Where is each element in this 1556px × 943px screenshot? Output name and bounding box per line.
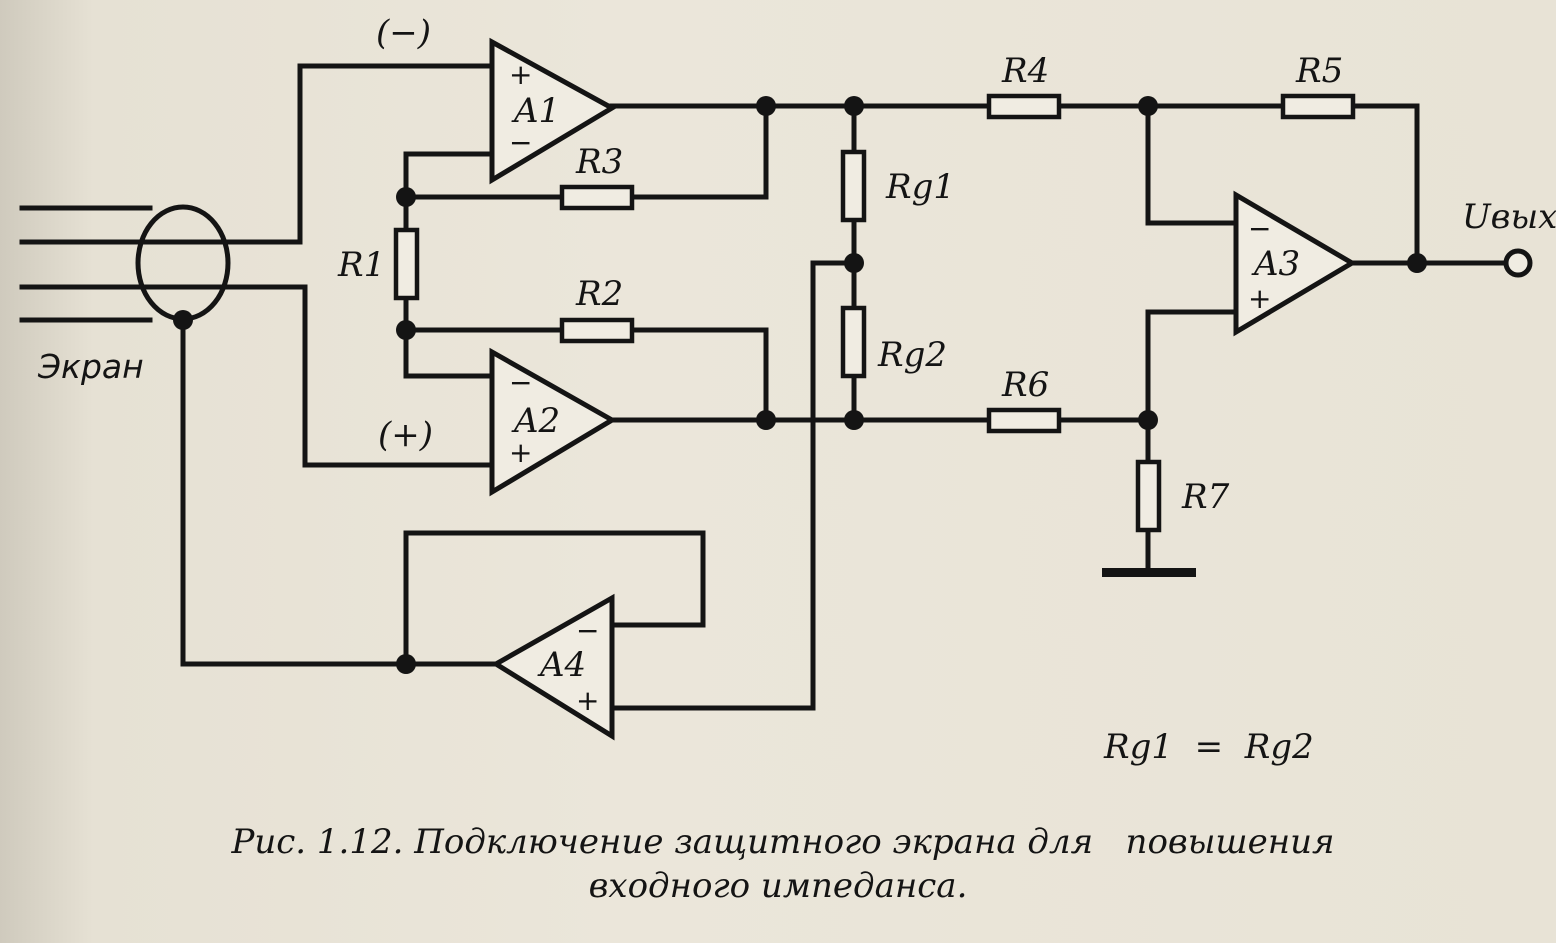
opamp-a2: − + A2 bbox=[489, 347, 617, 497]
resistor-r1 bbox=[393, 227, 420, 301]
junction-r6-r7 bbox=[1138, 410, 1158, 430]
wire-a3-noninv bbox=[1145, 309, 1239, 423]
opamp-a3: − + A3 bbox=[1233, 190, 1357, 337]
junction-rg-mid bbox=[844, 253, 864, 273]
junction-a4-out bbox=[396, 654, 416, 674]
junction-dots bbox=[173, 96, 1427, 674]
wire-a2-inv bbox=[403, 327, 495, 379]
junction-a2-out bbox=[756, 410, 776, 430]
shield-ellipse bbox=[135, 204, 231, 322]
resistor-r6 bbox=[986, 407, 1062, 434]
resistor-r7 bbox=[1135, 459, 1162, 533]
wire-inv-input bbox=[297, 63, 495, 245]
a1-plus-pin: + bbox=[509, 58, 532, 91]
junction-rg1-top bbox=[844, 96, 864, 116]
output-label: Uвых bbox=[1462, 197, 1556, 237]
wire-a3-inv bbox=[1145, 103, 1239, 226]
a4-plus-pin: + bbox=[576, 684, 599, 717]
r6-label: R6 bbox=[1001, 365, 1049, 405]
rg1-label: Rg1 bbox=[885, 167, 955, 207]
a2-minus-pin: − bbox=[509, 366, 532, 399]
a1-label: A1 bbox=[511, 91, 560, 131]
a3-label: A3 bbox=[1251, 244, 1300, 284]
shield-label: Экран bbox=[37, 347, 144, 386]
a4-label: A4 bbox=[537, 645, 586, 685]
junction-r1-top bbox=[396, 187, 416, 207]
resistor-rg2 bbox=[840, 305, 867, 379]
junction-rg2-bottom bbox=[844, 410, 864, 430]
wire-r2 bbox=[403, 327, 769, 423]
opamp-a1: + − A1 bbox=[489, 37, 618, 185]
shielded-cable bbox=[19, 204, 303, 323]
r1-label: R1 bbox=[337, 245, 385, 285]
junction-a1-out bbox=[756, 96, 776, 116]
resistor-r2 bbox=[559, 317, 635, 344]
a2-plus-pin: + bbox=[509, 436, 532, 469]
r2-label: R2 bbox=[575, 274, 623, 314]
noninv-input-label: (+) bbox=[378, 415, 433, 455]
caption-line-2: входного импеданса. bbox=[588, 866, 968, 906]
r3-label: R3 bbox=[575, 142, 623, 182]
wire-a4-shield bbox=[180, 317, 499, 667]
caption-line-1: Рис. 1.12. Подключение защитного экрана … bbox=[231, 822, 1335, 862]
figure-caption: Рис. 1.12. Подключение защитного экрана … bbox=[0, 820, 1556, 908]
a2-label: A2 bbox=[511, 401, 560, 441]
r5-label: R5 bbox=[1295, 51, 1343, 91]
a3-plus-pin: + bbox=[1248, 282, 1271, 315]
junction-r1-bottom bbox=[396, 320, 416, 340]
inv-input-label: (−) bbox=[376, 13, 431, 53]
resistor-r4 bbox=[986, 93, 1062, 120]
output-terminal bbox=[1503, 248, 1533, 278]
wire-a4-feedback bbox=[403, 530, 706, 667]
a4-minus-pin: − bbox=[576, 614, 599, 647]
junction-r4-r5 bbox=[1138, 96, 1158, 116]
wire-noninv-input bbox=[289, 284, 495, 468]
resistor-r3 bbox=[559, 184, 635, 211]
opamp-a4: − + A4 bbox=[491, 593, 615, 741]
ground-symbol bbox=[1102, 568, 1196, 577]
junction-output bbox=[1407, 253, 1427, 273]
wire-a1-inv bbox=[403, 151, 495, 200]
wire-common-mode bbox=[609, 260, 857, 711]
resistor-rg1 bbox=[840, 149, 867, 223]
r7-label: R7 bbox=[1181, 477, 1230, 517]
rg2-label: Rg2 bbox=[877, 335, 947, 375]
junction-shield bbox=[173, 310, 193, 330]
a3-minus-pin: − bbox=[1248, 212, 1271, 245]
equation-label: Rg1 = Rg2 bbox=[1103, 727, 1314, 767]
wire-r3 bbox=[403, 103, 769, 200]
a1-minus-pin: − bbox=[509, 126, 532, 159]
r4-label: R4 bbox=[1001, 51, 1049, 91]
resistor-r5 bbox=[1280, 93, 1356, 120]
